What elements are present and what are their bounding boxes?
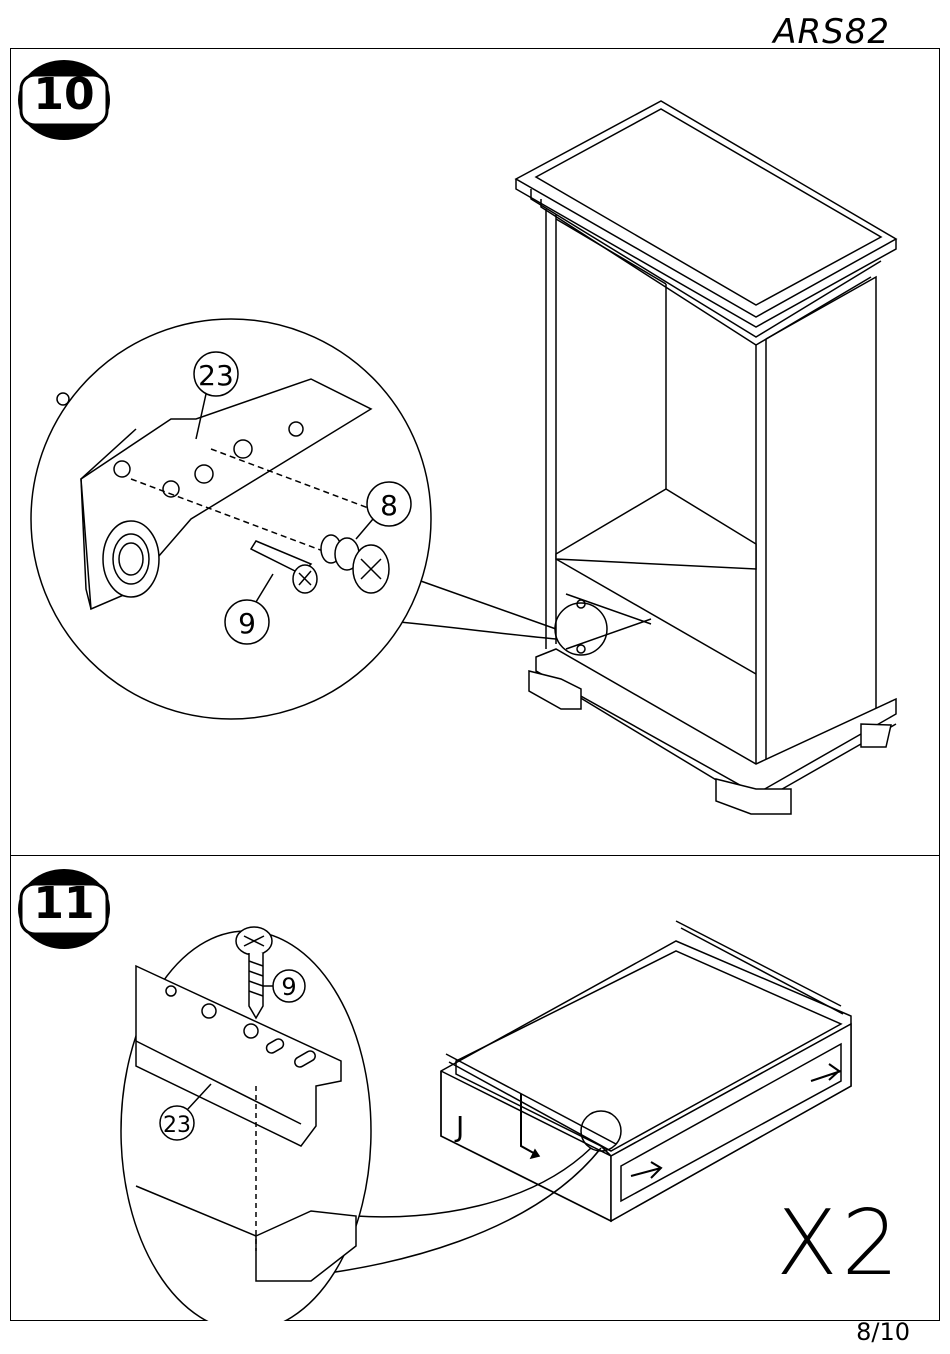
part-9-label: 9 [238, 607, 256, 640]
part-23-label: 23 [198, 359, 234, 392]
quantity-label: X2 [776, 1191, 903, 1296]
part-9-label: 9 [281, 973, 296, 1001]
part-23-label: 23 [163, 1113, 191, 1138]
page-number: 8/10 [856, 1318, 910, 1346]
model-code: ARS82 [773, 12, 890, 52]
wardrobe-drawing [516, 101, 896, 814]
detail-circle-10: 23 8 9 [31, 319, 431, 719]
drawer-letter: J [454, 1110, 464, 1143]
step-10-illustration: 23 8 9 [11, 49, 941, 857]
step-10-panel: 10 [10, 48, 940, 856]
drawer-drawing: J [441, 921, 851, 1221]
part-8-label: 8 [380, 489, 398, 522]
detail-circle-11: 9 23 [121, 927, 371, 1321]
step-11-panel: 11 J [10, 856, 940, 1321]
